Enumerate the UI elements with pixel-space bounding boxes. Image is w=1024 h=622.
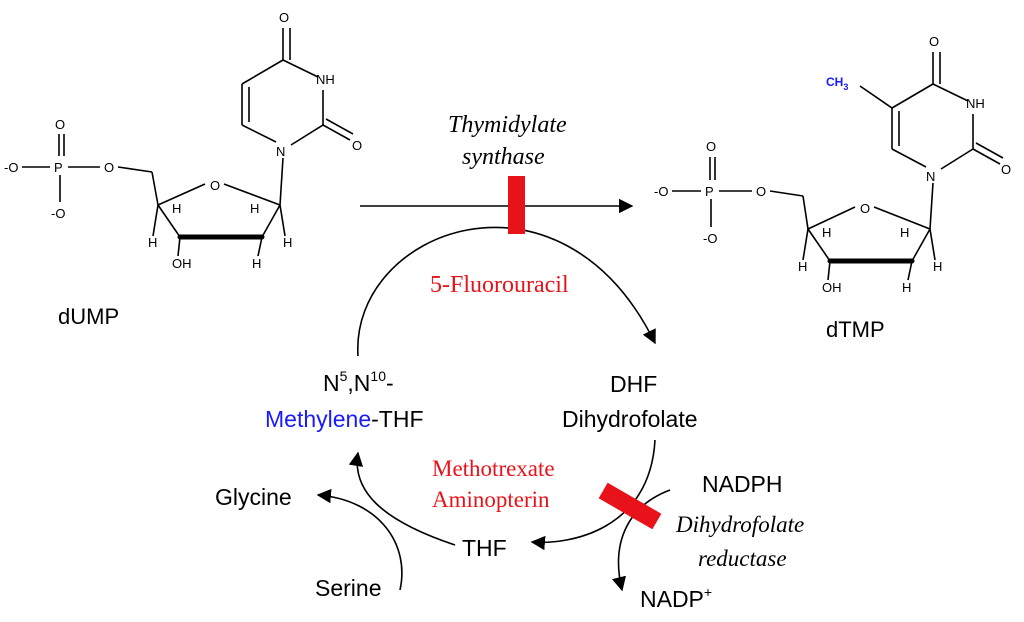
dtmp-h-1: H <box>822 225 831 240</box>
nadph-label: NADPH <box>702 471 783 497</box>
dtmp-h-2: H <box>900 225 909 240</box>
dump-h-4: H <box>252 256 261 271</box>
dtmp-label: dTMP <box>826 317 885 342</box>
dump-oh: OH <box>172 256 192 271</box>
dtmp-ring-oxygen: O <box>860 201 870 216</box>
dtmp-n1: N <box>926 169 935 184</box>
dump-o2: O <box>352 138 362 153</box>
dump-o-top: O <box>55 117 65 132</box>
folate-upper-arc <box>357 226 656 357</box>
dtmp-o-minus-bottom: -O <box>703 231 717 246</box>
dtmp-h-4: H <box>902 280 911 295</box>
dtmp-o-minus-left: -O <box>654 184 668 199</box>
dump-h-5: H <box>283 235 292 250</box>
nadp-label: NADP+ <box>640 584 712 612</box>
n5n10-label: N5,N10- <box>323 368 394 396</box>
dihydrofolate-label: Dihydrofolate <box>562 406 698 432</box>
dump-n3h: NH <box>316 72 335 87</box>
nadph-to-nadp-arrow <box>611 489 671 592</box>
dump-n1: N <box>276 144 285 159</box>
ts-inhibition-bar <box>508 176 525 234</box>
dhf-to-thf-arrow <box>530 439 656 551</box>
dhfr-label-line1: Dihydrofolate <box>675 512 804 537</box>
dtmp-structure: -O P O -O O O H H H OH H H N CH3 <box>654 34 1011 295</box>
dump-o-minus-bottom: -O <box>51 206 65 221</box>
thf-suffix: -THF <box>371 406 423 432</box>
dtmp-methyl: CH3 <box>826 75 848 92</box>
dtmp-o2: O <box>1001 162 1011 177</box>
serine-to-glycine-arrow <box>316 488 403 591</box>
aminopterin-label: Aminopterin <box>432 487 550 512</box>
dump-h-2: H <box>250 201 259 216</box>
thf-to-methylene-arrow <box>348 451 456 546</box>
dtmp-h-5: H <box>933 259 942 274</box>
dump-ring-oxygen: O <box>210 178 220 193</box>
dhf-label: DHF <box>610 371 657 397</box>
dump-h-1: H <box>172 201 181 216</box>
dtmp-h-3: H <box>798 259 807 274</box>
dump-o-minus-left: -O <box>4 160 18 175</box>
dump-o4: O <box>279 10 289 25</box>
fluorouracil-label: 5-Fluorouracil <box>430 272 569 298</box>
dtmp-o-top: O <box>706 139 716 154</box>
dump-h-3: H <box>148 235 157 250</box>
methylene-thf-label: Methylene-THF <box>265 406 424 432</box>
methylene-word: Methylene <box>265 406 371 432</box>
dtmp-o4: O <box>929 34 939 49</box>
dump-phosphorus: P <box>54 160 63 175</box>
dtmp-o-ester: O <box>756 184 766 199</box>
dump-label: dUMP <box>58 304 119 329</box>
dtmp-oh: OH <box>822 280 842 295</box>
ts-label-line2: synthase <box>462 144 545 170</box>
serine-label: Serine <box>315 575 381 601</box>
dump-structure: -O P O -O O O H H H OH H H N <box>4 10 362 271</box>
thf-label: THF <box>462 535 507 561</box>
dtmp-phosphorus: P <box>705 184 714 199</box>
methotrexate-label: Methotrexate <box>432 456 555 481</box>
dhfr-label-line2: reductase <box>698 546 787 571</box>
ts-label-line1: Thymidylate <box>448 112 567 138</box>
glycine-label: Glycine <box>215 484 292 510</box>
dhfr-inhibition-bar <box>598 482 662 530</box>
dtmp-n3h: NH <box>966 96 985 111</box>
dump-o-ester: O <box>104 160 114 175</box>
